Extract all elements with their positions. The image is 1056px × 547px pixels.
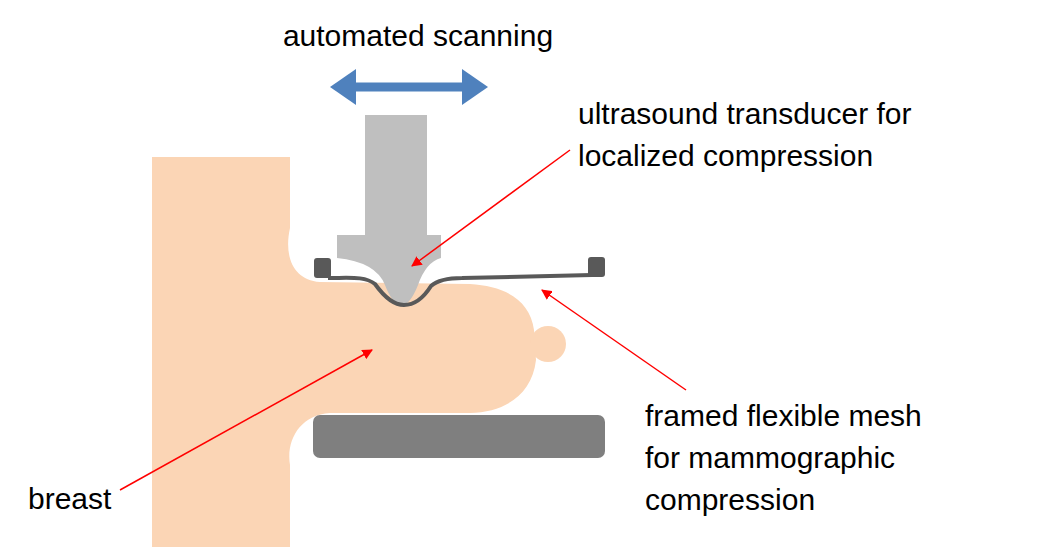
scan-arrow bbox=[350, 83, 468, 92]
callout-label: breast bbox=[28, 478, 111, 520]
mesh-frame bbox=[588, 257, 605, 277]
leader-line bbox=[542, 290, 686, 390]
body-breast bbox=[152, 157, 536, 547]
flexible-mesh bbox=[328, 275, 592, 305]
scan-arrow-head bbox=[462, 69, 488, 105]
nipple bbox=[530, 326, 566, 362]
leader-line bbox=[120, 350, 372, 490]
callout-label: ultrasound transducer for localized comp… bbox=[578, 93, 998, 177]
scan-arrow-head bbox=[330, 69, 356, 105]
mesh-frame bbox=[314, 258, 331, 278]
leader-line bbox=[412, 150, 570, 266]
heading-label: automated scanning bbox=[258, 15, 578, 57]
transducer-shaft bbox=[365, 115, 427, 237]
callout-label: framed flexible mesh for mammographic co… bbox=[645, 395, 945, 521]
compression-plate bbox=[313, 415, 605, 458]
